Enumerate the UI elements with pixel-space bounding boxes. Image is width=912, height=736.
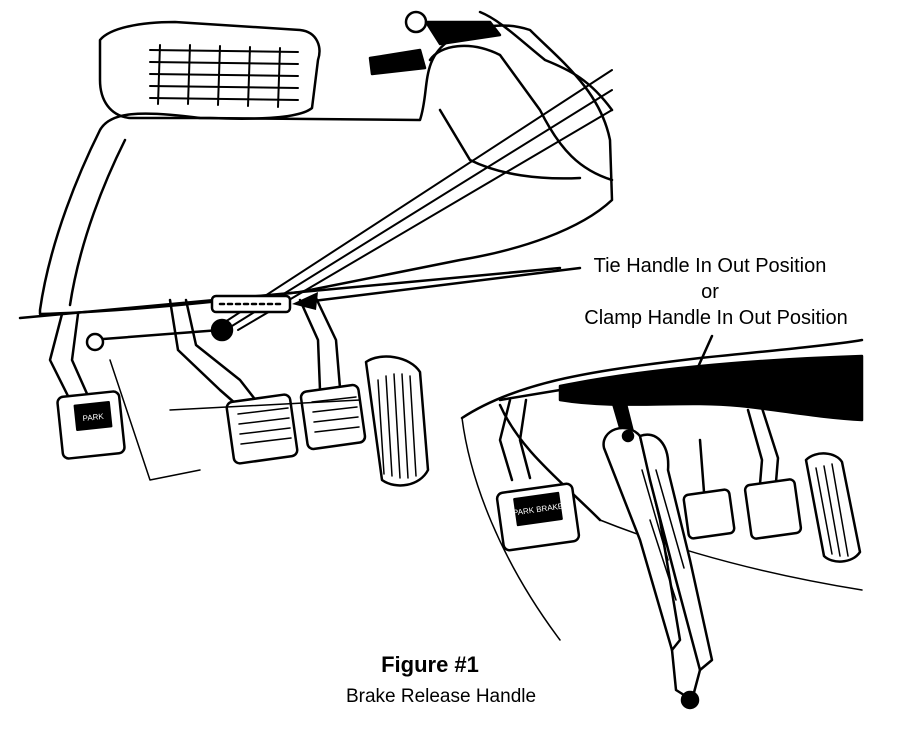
callout-line-1: Tie Handle In Out Position (593, 255, 827, 277)
release-handle (85, 294, 292, 352)
clutch-pedal (168, 298, 299, 465)
park-pad-label: PARK (82, 412, 105, 423)
inset-park-brake-pedal (495, 398, 581, 552)
inset-pedal-middle (682, 438, 736, 540)
callout-line-3: Clamp Handle In Out Position (584, 307, 848, 329)
dashboard-panel (18, 10, 614, 320)
inset-dash (460, 338, 864, 641)
accelerator-pedal (364, 355, 430, 487)
ignition-switch-icon (368, 10, 502, 76)
locking-pliers-icon (602, 394, 714, 710)
brake-pedal (298, 296, 367, 451)
inset-arrow (686, 334, 714, 392)
vent-grille (149, 44, 299, 108)
release-cable (224, 69, 613, 331)
callout-line-2: or (701, 281, 719, 303)
callout-arrow (292, 266, 582, 310)
inset-accelerator-pedal (804, 452, 862, 563)
figure-title: Figure #1 (381, 652, 479, 677)
inset-brake-pedal (743, 406, 803, 540)
figure-caption: Brake Release Handle (345, 686, 537, 707)
park-brake-pedal (48, 312, 126, 460)
